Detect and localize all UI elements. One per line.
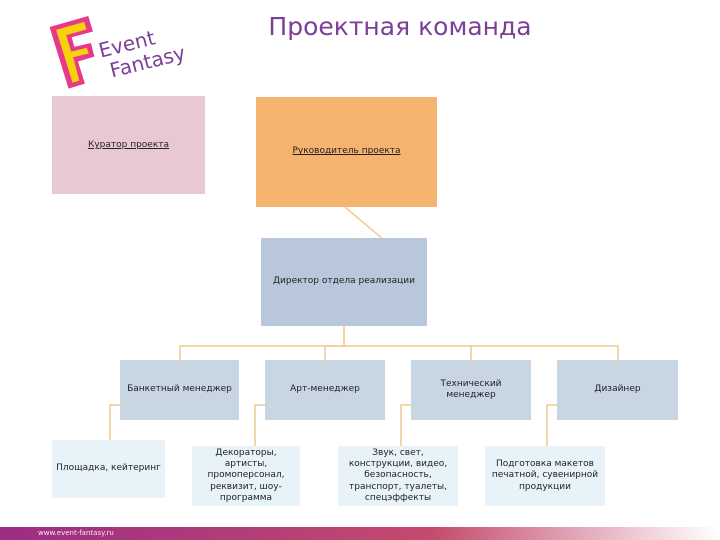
- designer-box: Дизайнер: [557, 360, 678, 420]
- director-link-art: [324, 345, 344, 360]
- art-task-box: Декораторы, артисты, промоперсонал, рекв…: [192, 446, 300, 506]
- footer-bar: [0, 527, 720, 540]
- director-box: Директор отдела реализации: [261, 238, 427, 326]
- design-task-box: Подготовка макетов печатной, сувенирной …: [485, 446, 605, 506]
- curator-box: Куратор проекта: [52, 96, 205, 194]
- logo-graphic: Event Fantasy: [49, 16, 188, 89]
- director-link-banquet: [179, 326, 345, 360]
- banquet-manager-box: Банкетный менеджер: [120, 360, 239, 420]
- footer-url[interactable]: www.event-fantasy.ru: [38, 529, 114, 537]
- director-link-design: [471, 345, 619, 360]
- logo: Event Fantasy: [40, 10, 190, 90]
- project-leader-box: Руководитель проекта: [256, 97, 437, 207]
- page-title: Проектная команда: [268, 12, 532, 41]
- banquet-task-box: Площадка, кейтеринг: [52, 440, 165, 498]
- director-link-tech: [344, 345, 472, 360]
- art-manager-box: Арт-менеджер: [265, 360, 385, 420]
- tech-task-box: Звук, свет, конструкции, видео, безопасн…: [338, 446, 458, 506]
- tech-manager-box: Технический менеджер: [411, 360, 531, 420]
